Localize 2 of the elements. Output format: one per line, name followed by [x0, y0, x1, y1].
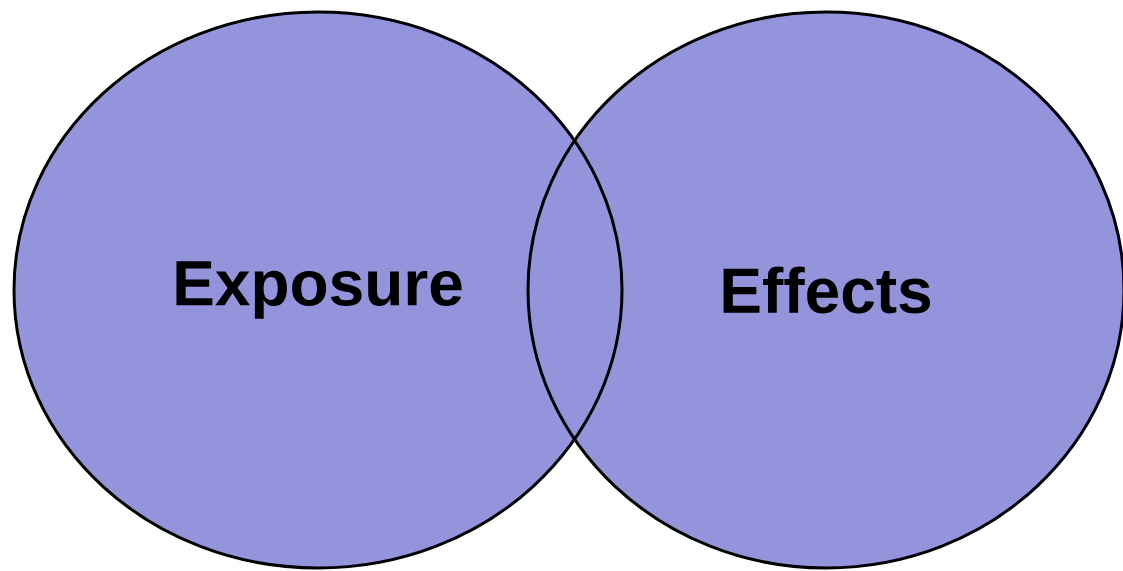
node-label: Effects: [723, 266, 931, 314]
node-label: Exposure: [176, 261, 462, 319]
